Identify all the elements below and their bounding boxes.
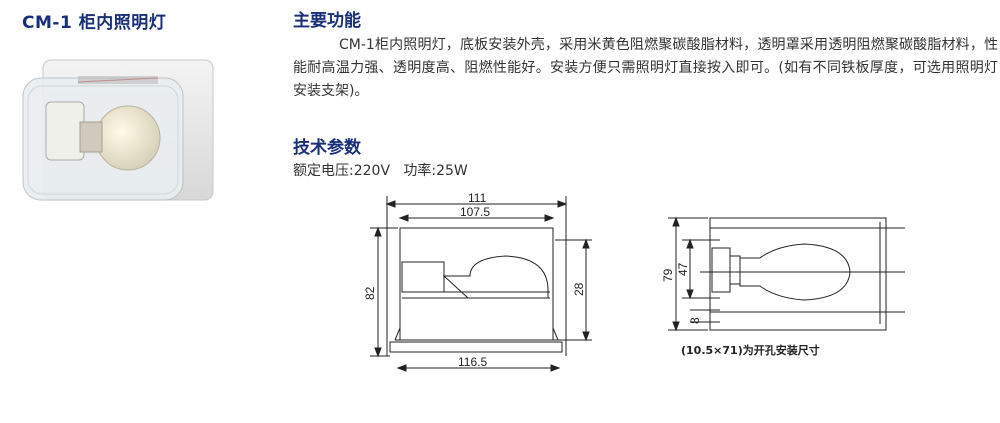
functions-heading: 主要功能 [293, 11, 361, 31]
dim-inner-width: 107.5 [460, 205, 490, 219]
product-title: CM-1 柜内照明灯 [22, 13, 167, 33]
power-value: 25W [436, 163, 468, 179]
functions-text: CM-1柜内照明灯，底板安装外壳，采用米黄色阻燃聚碳酸脂材料，透明罩采用透明阻燃… [293, 37, 998, 99]
specs-line: 额定电压:220V 功率:25W [293, 160, 468, 180]
front-view-drawing [370, 196, 592, 372]
side-view-drawing [668, 216, 905, 332]
dim-overall-width: 111 [468, 191, 487, 205]
specs-heading: 技术参数 [293, 138, 361, 158]
side-dim-mid: 47 [676, 262, 690, 276]
voltage-value: 220V [353, 163, 391, 179]
dim-base-width: 116.5 [458, 355, 487, 369]
side-dim-height: 79 [661, 268, 675, 282]
dim-depth: 28 [572, 282, 586, 296]
dim-height: 82 [363, 286, 377, 300]
power-label: 功率: [403, 163, 437, 179]
product-photo [22, 59, 214, 201]
voltage-label: 额定电压: [293, 163, 354, 179]
side-dim-small: 8 [688, 317, 702, 324]
side-view-caption: (10.5×71)为开孔安装尺寸 [681, 344, 820, 357]
